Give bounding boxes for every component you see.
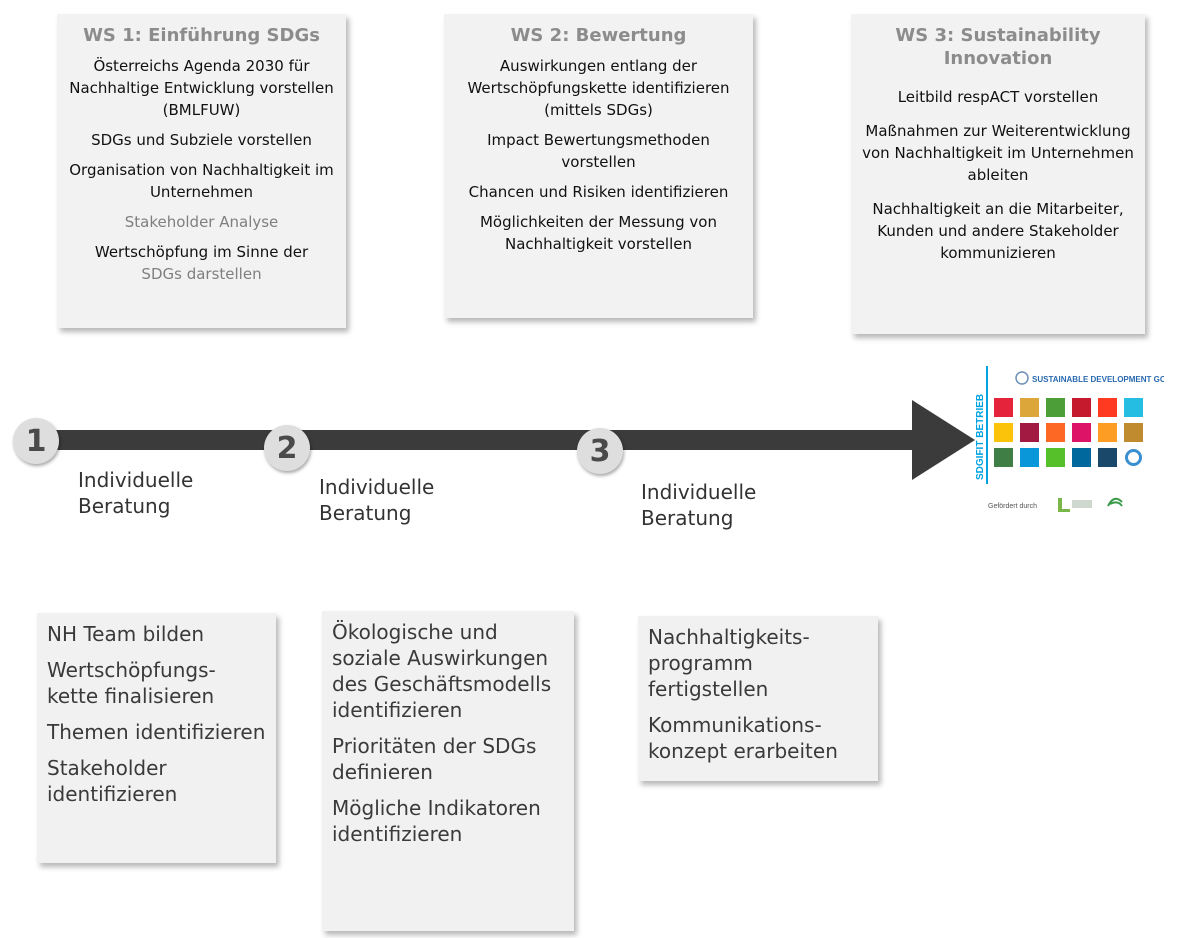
sdg-tile [1020,398,1039,417]
ws1-box: WS 1: Einführung SDGs Österreichs Agenda… [57,14,346,328]
ws2-item: Impact Bewertungsmethoden vorstellen [487,131,710,171]
sdg-tile [1046,448,1065,467]
tasks-box-1: NH Team bilden Wertschöpfungs-kette fina… [37,613,276,863]
ws1-title: WS 1: Einführung SDGs [83,25,320,46]
tasks-box-2: Ökologische und soziale Auswirkungen des… [322,611,574,931]
funder-logo-2 [1107,497,1123,507]
sdg-tile [1046,423,1065,442]
funder-logo-1-text [1072,500,1092,508]
ws1-item: Stakeholder Analyse [124,213,279,231]
ws3-item: Nachhaltigkeit an die Mitarbeiter, Kunde… [872,200,1124,262]
step-number-3: 3 [577,428,623,474]
sdg-wheel-icon [1125,449,1142,466]
un-emblem-icon [1015,371,1029,385]
sdg-tile [1020,423,1039,442]
sdg-goals-panel: SDGIFIT BETRIEB SUSTAINABLE DEVELOPMENT … [972,366,1183,526]
sdg-tile [1046,398,1065,417]
tasks-box-3: Nachhaltigkeits-programm fertigstellen K… [638,616,878,781]
ws1-item: Österreichs Agenda 2030 für Nachhaltige … [69,57,334,119]
task-item: Wertschöpfungs-kette finalisieren [47,658,216,708]
ws3-title: WS 3: Sustainability Innovation [895,25,1101,69]
sdg-tile [994,398,1013,417]
sdg-tile [1072,423,1091,442]
step-number-2: 2 [264,425,310,471]
sdg-tile [1072,398,1091,417]
ws2-item: Chancen und Risiken identifizieren [468,183,729,201]
sdg-goals-logo: SUSTAINABLE DEVELOPMENT GOALS [1032,375,1164,384]
ws2-title: WS 2: Bewertung [510,25,687,46]
sdg-tile [1072,448,1091,467]
ws1-item: Wertschöpfung im Sinne der [94,243,309,261]
sdg-tile [1124,398,1143,417]
sdg-tile [1124,423,1143,442]
task-item: Prioritäten der SDGs definieren [332,734,537,784]
ws1-item: SDGs darstellen [141,265,262,283]
sdg-tile [994,448,1013,467]
ws1-item: SDGs und Subziele vorstellen [91,131,312,149]
step-label-2: Individuelle Beratung [319,475,435,525]
ws3-item: Maßnahmen zur Weiterentwicklung von Nach… [862,122,1134,184]
sdg-frame [986,366,988,484]
sdg-tiles [994,398,1143,467]
task-item: NH Team bilden [47,622,205,646]
sdg-tile [1020,448,1039,467]
ws3-box: WS 3: Sustainability Innovation Leitbild… [851,14,1145,334]
task-item: Nachhaltigkeits-programm fertigstellen [648,625,810,701]
funder-logo-1 [1058,498,1062,512]
ws2-item: Möglichkeiten der Messung von Nachhaltig… [479,213,717,253]
step-number-1: 1 [13,418,59,464]
ws2-box: WS 2: Bewertung Auswirkungen entlang der… [444,14,753,318]
timeline-shaft [34,430,924,450]
sdg-tile [994,423,1013,442]
sdg-tile [1098,423,1117,442]
task-item: Mögliche Indikatoren identifizieren [332,796,541,846]
sdg-tile [1098,398,1117,417]
sdg-funded-by: Gefördert durch [988,503,1037,510]
ws3-item: Leitbild respACT vorstellen [897,88,1099,106]
sdg-tile [1098,448,1117,467]
task-item: Stakeholder identifizieren [47,756,178,806]
ws2-item: Auswirkungen entlang der Wertschöpfungsk… [467,57,730,119]
timeline-arrowhead [912,400,975,480]
ws1-item: Organisation von Nachhaltigkeit im Unter… [69,161,334,201]
task-item: Kommunikations-konzept erarbeiten [648,713,838,763]
step-label-3: Individuelle Beratung [641,480,757,530]
sdg-goals-graphic: SDGIFIT BETRIEB SUSTAINABLE DEVELOPMENT … [975,366,1183,512]
funder-logo-1-base [1058,509,1070,512]
sdg-vertical-label: SDGIFIT BETRIEB [975,394,986,480]
task-item: Ökologische und soziale Auswirkungen des… [332,620,552,722]
task-item: Themen identifizieren [47,720,266,744]
step-label-1: Individuelle Beratung [78,468,194,518]
